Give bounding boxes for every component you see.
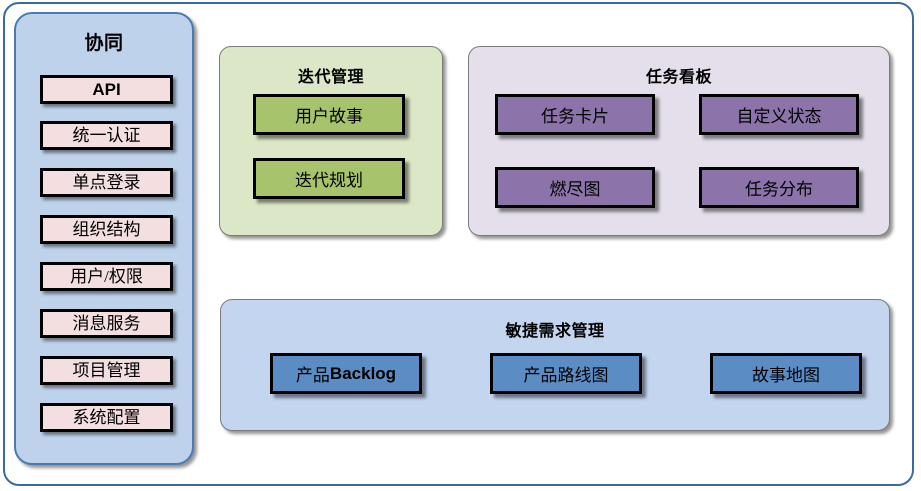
agile-item-product-roadmap[interactable]: 产品路线图 <box>490 353 642 394</box>
agile-item-story-map[interactable]: 故事地图 <box>710 353 862 394</box>
taskboard-item-custom-status[interactable]: 自定义状态 <box>699 94 859 135</box>
iteration-item-iteration-planning[interactable]: 迭代规划 <box>253 158 405 199</box>
iteration-item-user-story[interactable]: 用户故事 <box>253 94 405 135</box>
panel-task-board[interactable]: 任务看板 任务卡片 自定义状态 燃尽图 任务分布 <box>468 46 890 236</box>
sidebar-item-org-structure[interactable]: 组织结构 <box>40 215 173 244</box>
sidebar-item-single-sign-on[interactable]: 单点登录 <box>40 168 173 197</box>
sidebar-item-api[interactable]: API <box>40 75 173 104</box>
panel-agile-requirement-management-title: 敏捷需求管理 <box>505 323 605 340</box>
panel-collaboration[interactable]: 协同 API 统一认证 单点登录 组织结构 用户/权限 消息服务 项目管理 系统… <box>14 12 194 465</box>
taskboard-item-task-card[interactable]: 任务卡片 <box>495 94 655 135</box>
panel-task-board-title: 任务看板 <box>645 69 712 86</box>
taskboard-item-task-distribution[interactable]: 任务分布 <box>699 167 859 208</box>
outer-frame <box>3 2 914 486</box>
panel-iteration-management-title: 迭代管理 <box>297 69 364 86</box>
sidebar-item-user-permission[interactable]: 用户/权限 <box>40 262 173 291</box>
panel-iteration-management[interactable]: 迭代管理 用户故事 迭代规划 <box>219 46 443 236</box>
panel-collaboration-title: 协同 <box>84 33 124 54</box>
sidebar-item-unified-auth[interactable]: 统一认证 <box>40 121 173 150</box>
sidebar-item-project-management[interactable]: 项目管理 <box>40 356 173 385</box>
taskboard-item-burndown-chart[interactable]: 燃尽图 <box>495 167 655 208</box>
sidebar-item-message-service[interactable]: 消息服务 <box>40 309 173 338</box>
sidebar-item-system-config[interactable]: 系统配置 <box>40 403 173 432</box>
